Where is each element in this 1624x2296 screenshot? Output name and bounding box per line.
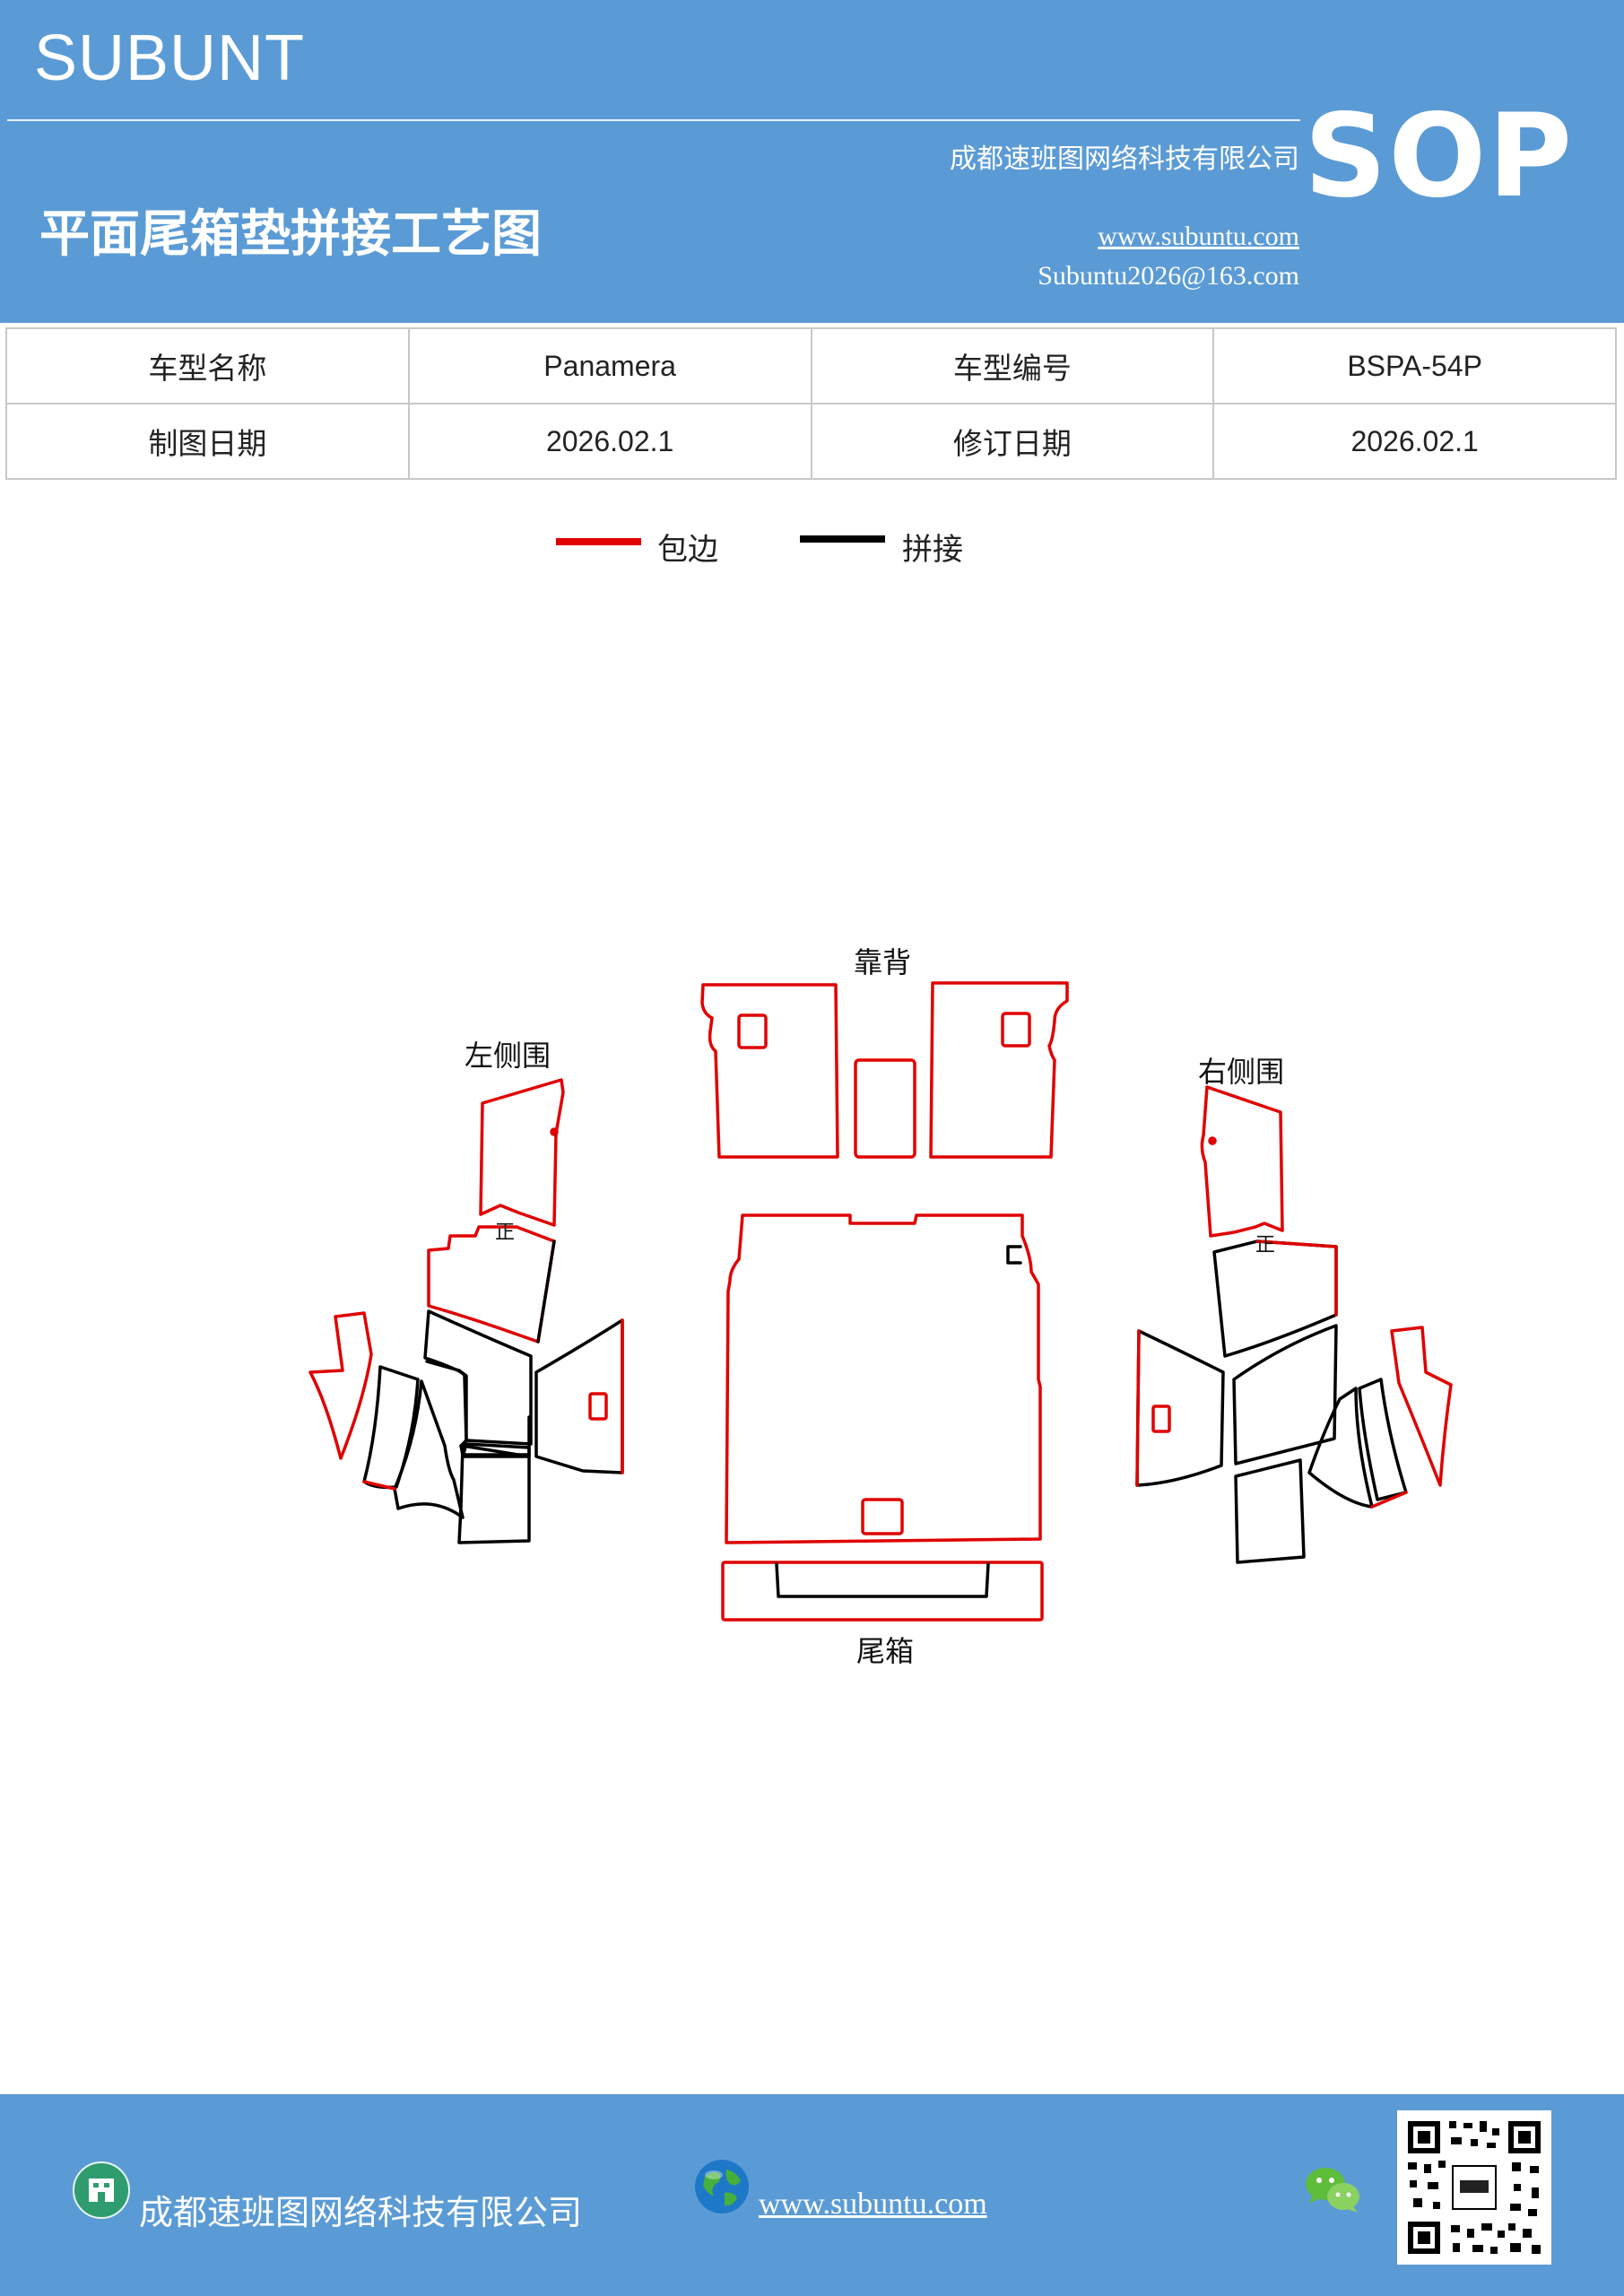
- trunk-sill-panel: [721, 1561, 1044, 1622]
- right-side-label: 右侧围: [1198, 1055, 1285, 1089]
- left-side-arc-panel: [393, 1379, 465, 1519]
- model-code-value: BSPA-54P: [1212, 327, 1617, 404]
- wechat-icon[interactable]: [1302, 2162, 1365, 2216]
- model-name-value: Panamera: [407, 327, 812, 404]
- revise-date-value: 2026.02.1: [1212, 403, 1617, 480]
- sop-badge: SOP: [1304, 90, 1574, 223]
- model-code-label: 车型编号: [810, 327, 1215, 404]
- splice-legend-label: 拼接: [902, 532, 963, 568]
- left-side-flap: [308, 1311, 373, 1460]
- trunk-notch: [1006, 1245, 1022, 1265]
- left-side-middle-panel: [423, 1309, 533, 1446]
- model-info-table: 车型名称 Panamera 车型编号 BSPA-54P 制图日期 2026.02…: [5, 327, 1617, 480]
- left-orientation-mark: 正: [495, 1222, 516, 1244]
- left-side-arc-inner: [362, 1365, 420, 1490]
- footer-banner: 成都速班图网络科技有限公司 www.subuntu.com: [0, 2094, 1624, 2296]
- left-side-lower-panel[interactable]: [536, 1239, 556, 1344]
- left-side-right-panel: [534, 1318, 624, 1474]
- edge-legend-swatch: [556, 538, 641, 545]
- globe-icon: [695, 2160, 749, 2213]
- left-side-bottom-panel: [457, 1444, 531, 1544]
- qr-code[interactable]: [1397, 2110, 1551, 2265]
- header-email[interactable]: Subuntu2026@163.com: [1038, 261, 1299, 291]
- header-company-name: 成都速班图网络科技有限公司: [950, 144, 1299, 175]
- draw-date-label: 制图日期: [5, 403, 410, 480]
- building-icon: [73, 2161, 130, 2219]
- right-side-top-panel: [1200, 1085, 1284, 1238]
- right-side-left-panel: [1135, 1329, 1225, 1487]
- splice-legend-swatch: [800, 535, 885, 543]
- right-orientation-mark: 正: [1255, 1234, 1276, 1257]
- draw-date-value: 2026.02.1: [407, 403, 812, 480]
- revise-date-label: 修订日期: [810, 403, 1215, 480]
- trunk-group: [721, 1213, 1044, 1622]
- left-side-upper-panel: [427, 1225, 556, 1344]
- header-banner: SUBUNT 平面尾箱垫拼接工艺图 成都速班图网络科技有限公司 www.subu…: [0, 0, 1624, 323]
- trunk-main-panel: [725, 1213, 1042, 1544]
- right-side-upper-panel: [1212, 1239, 1338, 1358]
- right-side-left-edge: [1135, 1329, 1141, 1487]
- document-title: 平面尾箱垫拼接工艺图: [39, 205, 542, 264]
- left-side-group: [308, 1078, 624, 1544]
- header-divider: [7, 119, 1300, 121]
- backrest-label: 靠背: [854, 945, 912, 979]
- left-side-pin: [550, 1127, 559, 1136]
- table-row: 车型名称 Panamera 车型编号 BSPA-54P: [5, 327, 1617, 404]
- left-side-cutout: [588, 1392, 608, 1421]
- right-side-flap: [1390, 1326, 1453, 1487]
- trunk-label: 尾箱: [856, 1634, 915, 1668]
- footer-company-name: 成都速班图网络科技有限公司: [139, 2195, 583, 2232]
- left-side-top-panel: [479, 1078, 565, 1227]
- right-side-bottom-panel: [1234, 1458, 1306, 1564]
- right-side-cutout: [1151, 1405, 1171, 1433]
- left-side-label: 左侧围: [465, 1039, 551, 1073]
- backrest-left-cutout: [737, 1013, 768, 1049]
- right-side-middle-panel: [1232, 1324, 1338, 1465]
- table-row: 制图日期 2026.02.1 修订日期 2026.02.1: [5, 403, 1617, 480]
- header-website-link[interactable]: www.subuntu.com: [1098, 222, 1299, 251]
- right-side-arc-edge: [1370, 1491, 1408, 1509]
- right-side-upper-edge: [1255, 1239, 1338, 1317]
- backrest-group: [700, 981, 1069, 1159]
- backrest-right-panel: [929, 981, 1069, 1159]
- edge-legend-label: 包边: [657, 532, 718, 568]
- right-side-group: [1135, 1085, 1453, 1564]
- footer-website-link[interactable]: www.subuntu.com: [759, 2187, 987, 2221]
- right-side-pin: [1208, 1136, 1217, 1145]
- brand-name: SUBUNT: [34, 22, 306, 94]
- model-name-label: 车型名称: [5, 327, 410, 404]
- backrest-left-panel: [700, 983, 839, 1159]
- right-side-arc-panel: [1307, 1387, 1374, 1509]
- backrest-right-cutout: [1001, 1012, 1031, 1048]
- left-side-arc-edge: [362, 1480, 396, 1491]
- trunk-sill-splice: [775, 1562, 990, 1598]
- backrest-middle-panel: [854, 1058, 916, 1159]
- trunk-cutout: [861, 1498, 904, 1535]
